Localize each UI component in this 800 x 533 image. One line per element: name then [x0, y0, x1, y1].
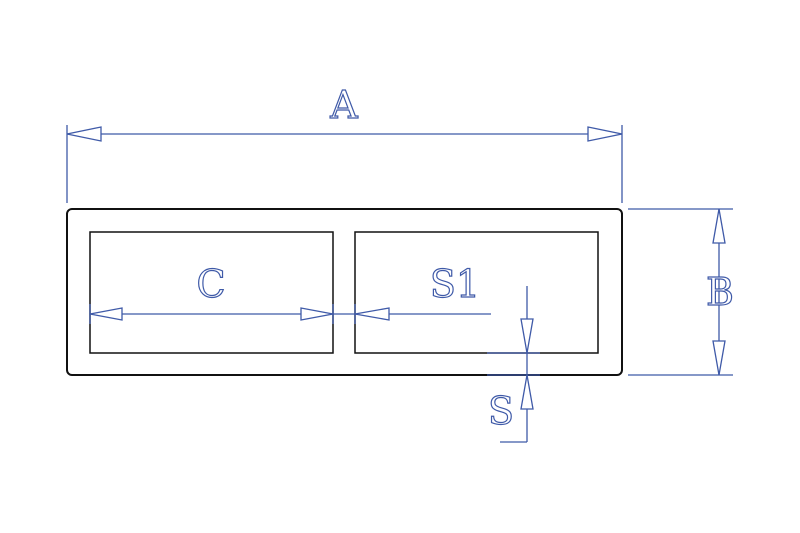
outer-wall [66, 208, 623, 376]
arrowhead-a-right [587, 126, 623, 142]
arrowhead-s1 [354, 307, 390, 321]
right-cavity [354, 231, 599, 354]
left-cavity [89, 231, 334, 354]
dimension-label-c: C [196, 262, 225, 306]
dimension-a: A [66, 82, 623, 203]
dimension-s1: S1 [333, 261, 491, 324]
arrowhead-b-top [712, 208, 726, 244]
arrowhead-s-bottom [520, 374, 534, 410]
arrowhead-c-right [300, 307, 334, 321]
arrowhead-c-left [89, 307, 123, 321]
arrowhead-b-bottom [712, 340, 726, 376]
dimension-label-b: B [706, 270, 734, 314]
dimension-s: S [487, 286, 540, 443]
arrowhead-s-top [520, 318, 534, 354]
dimension-c: C [89, 261, 334, 324]
tube-profile [66, 208, 623, 376]
dimension-label-s1: S1 [430, 262, 480, 306]
dimension-label-a: A [329, 83, 358, 127]
dimension-b: B [628, 208, 735, 376]
dimension-label-s: S [488, 389, 514, 433]
arrowhead-a-left [66, 126, 102, 142]
